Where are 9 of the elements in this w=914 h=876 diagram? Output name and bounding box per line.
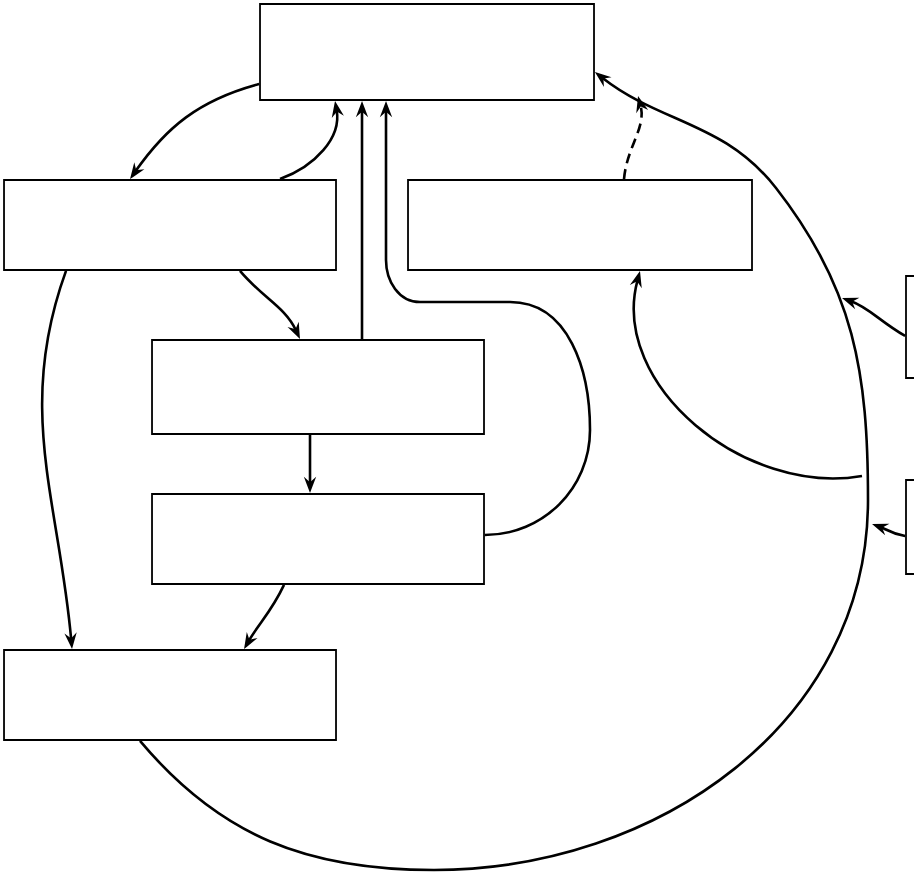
process-box [259,3,595,101]
arrow [139,72,870,872]
process-box [151,493,485,585]
process-box [407,179,753,271]
process-box [905,479,914,575]
process-box [3,649,337,741]
process-box [3,179,337,271]
process-box [151,339,485,435]
process-box [905,275,914,379]
